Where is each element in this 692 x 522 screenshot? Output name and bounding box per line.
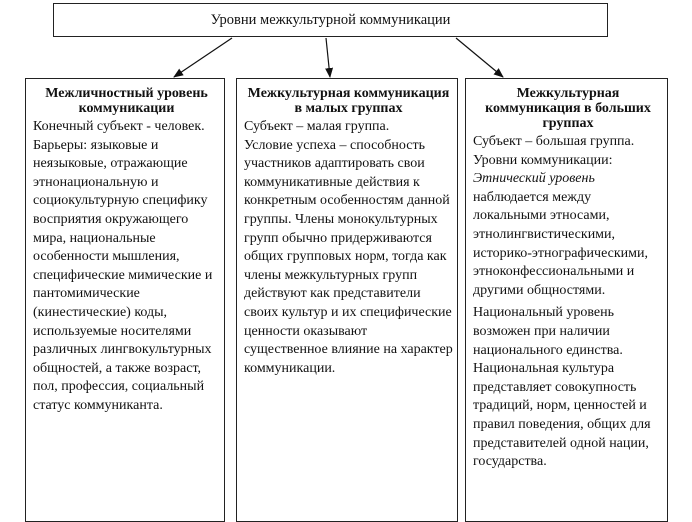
- diagram-title-box: Уровни межкультурной коммуникации: [53, 3, 608, 37]
- large-groups-national-2: Национальная культура представляет совок…: [473, 361, 651, 470]
- small-groups-success: Условие успеха – способность участников …: [244, 137, 453, 376]
- small-groups-title: Межкультурная коммуникация в малых групп…: [247, 86, 450, 116]
- arrow-to-interpersonal: [173, 37, 233, 78]
- large-groups-levels-label: Уровни коммуникации:: [473, 152, 613, 168]
- arrow-to-large-groups: [455, 37, 504, 78]
- diagram-title: Уровни межкультурной коммуникации: [210, 11, 451, 28]
- large-groups-title: Межкультурная коммуникация в больших гру…: [485, 86, 651, 131]
- ethnic-level-text: наблюдается между локальными этносами, э…: [473, 189, 648, 298]
- small-groups-box: Межкультурная коммуникация в малых групп…: [236, 78, 458, 522]
- interpersonal-barriers: Барьеры: языковые и неязыковые, отражающ…: [33, 137, 213, 413]
- interpersonal-subject: Конечный субъект - человек.: [33, 119, 205, 134]
- large-groups-subject: Субъект – большая группа.: [473, 134, 635, 149]
- interpersonal-title: Межличностный уровень коммуникации: [45, 86, 208, 116]
- small-groups-subject: Субъект – малая группа.: [244, 119, 390, 134]
- large-groups-ethnic: Этнический уровень наблюдается между лок…: [473, 170, 663, 300]
- large-groups-box: Межкультурная коммуникация в больших гру…: [465, 78, 668, 522]
- arrow-to-small-groups: [325, 37, 334, 78]
- interpersonal-level-box: Межличностный уровень коммуникации Конеч…: [25, 78, 225, 522]
- large-groups-national-1: Национальный уровень возможен при наличи…: [473, 305, 623, 358]
- ethnic-level-label: Этнический уровень: [473, 171, 595, 187]
